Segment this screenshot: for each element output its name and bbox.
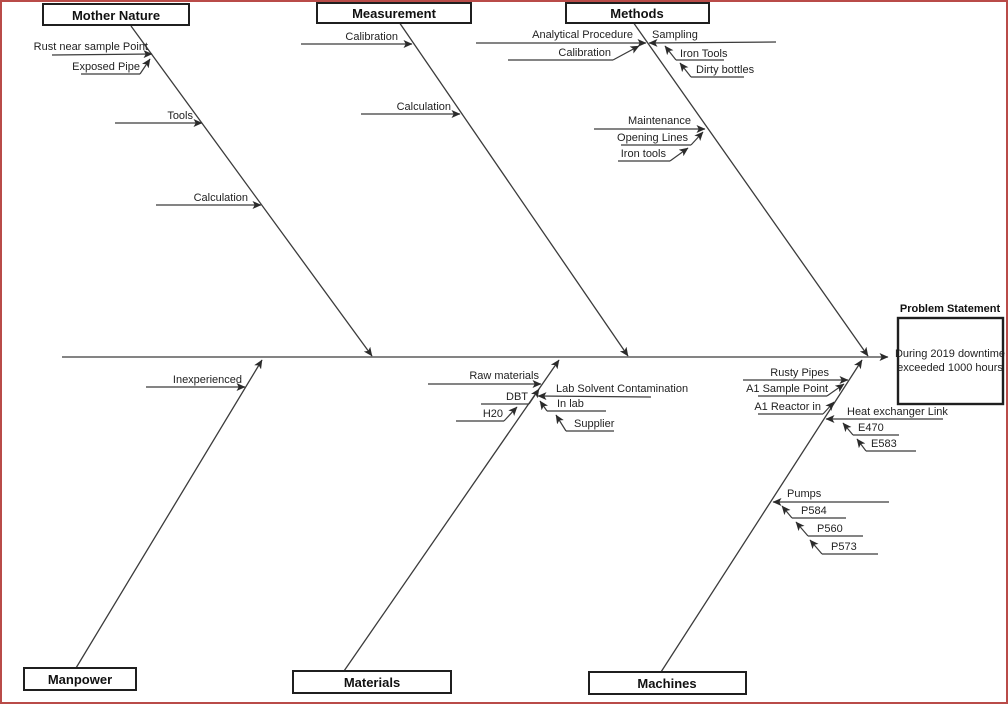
methods-label: Methods [610,6,663,21]
p573-riser [809,539,823,555]
iron-tools2-label: Iron tools [621,148,667,160]
problem-statement-line1: During 2019 downtime [895,348,1005,360]
p560-label: P560 [817,523,843,535]
measurement-box [316,2,472,24]
rust-cause-label: Rust near sample Point [34,41,148,53]
problem-statement-line2: exceeded 1000 hours [897,362,1003,374]
h20-riser [503,406,518,422]
category-methods: Methods Analytical Procedure Calibration… [476,2,869,357]
methods-box [565,2,710,24]
methods-calibration-label: Calibration [558,47,611,59]
p584-riser [781,505,793,519]
measurement-bone [398,21,629,357]
dbt-label: DBT [506,391,528,403]
mother-nature-box [42,3,190,26]
tools-cause-label: Tools [167,110,193,122]
mother-nature-bone [130,25,373,357]
raw-materials-label: Raw materials [469,370,539,382]
methods-bone [632,21,869,357]
e470-label: E470 [858,422,884,434]
dbt-riser [528,388,540,405]
iron-tools-label: Iron Tools [680,48,728,60]
methods-calibration-riser [612,45,640,61]
problem-statement: Problem Statement During 2019 downtime e… [895,303,1005,406]
materials-bone [343,359,560,672]
heat-exchanger-label: Heat exchanger Link [847,406,948,418]
calculation-cause-label: Calculation [194,192,248,204]
a1-sample-point-riser [826,383,845,397]
p584-label: P584 [801,505,827,517]
manpower-label: Manpower [48,672,112,687]
category-materials: Materials Raw materials DBT H20 Lab Solv… [292,359,688,694]
measurement-label: Measurement [352,6,436,21]
a1-reactor-in-riser [822,401,835,415]
h20-label: H20 [483,408,503,420]
p573-label: P573 [831,541,857,553]
exposed-pipe-riser [139,58,151,75]
calculation2-cause-label: Calculation [397,101,451,113]
mother-nature-label: Mother Nature [72,8,160,23]
category-measurement: Measurement Calibration Calculation [301,2,629,357]
machines-bone [660,359,863,673]
analytical-procedure-label: Analytical Procedure [532,29,633,41]
materials-label: Materials [344,675,400,690]
machines-label: Machines [637,676,696,691]
sampling-line [648,38,777,47]
manpower-box [23,667,137,691]
a1-sample-point-label: A1 Sample Point [746,383,828,395]
sampling-label: Sampling [652,29,698,41]
manpower-bone [75,359,263,669]
exposed-pipe-label: Exposed Pipe [72,61,140,73]
rusty-pipes-label: Rusty Pipes [770,367,829,379]
dirty-bottles-label: Dirty bottles [696,64,755,76]
machines-box [588,671,747,695]
in-lab-label: In lab [557,398,584,410]
dirty-bottles-riser [679,62,692,78]
lab-solvent-label: Lab Solvent Contamination [556,383,688,395]
e470-riser [842,422,854,436]
iron-tools2-riser [669,147,689,162]
p560-riser [795,521,809,537]
iron-tools-riser [664,45,677,61]
category-manpower: Manpower Inexperienced [23,359,263,691]
problem-statement-box [896,316,1005,406]
opening-lines-label: Opening Lines [617,132,688,144]
a1-reactor-in-label: A1 Reactor in [754,401,821,413]
pumps-label: Pumps [787,488,822,500]
maintenance-label: Maintenance [628,115,691,127]
e583-label: E583 [871,438,897,450]
supplier-riser [555,414,567,432]
lab-solvent-line [537,392,652,401]
category-mother-nature: Mother Nature Rust near sample Point Exp… [34,3,373,357]
opening-lines-riser [690,131,704,146]
rust-cause-line [51,50,153,59]
e583-riser [856,438,867,452]
supplier-label: Supplier [574,418,615,430]
calibration-cause-label: Calibration [345,31,398,43]
materials-box [292,670,452,694]
problem-statement-heading: Problem Statement [900,303,1001,315]
in-lab-riser [539,400,549,412]
category-machines: Machines Rusty Pipes A1 Sample Point A1 … [588,359,948,695]
inexperienced-label: Inexperienced [173,374,242,386]
